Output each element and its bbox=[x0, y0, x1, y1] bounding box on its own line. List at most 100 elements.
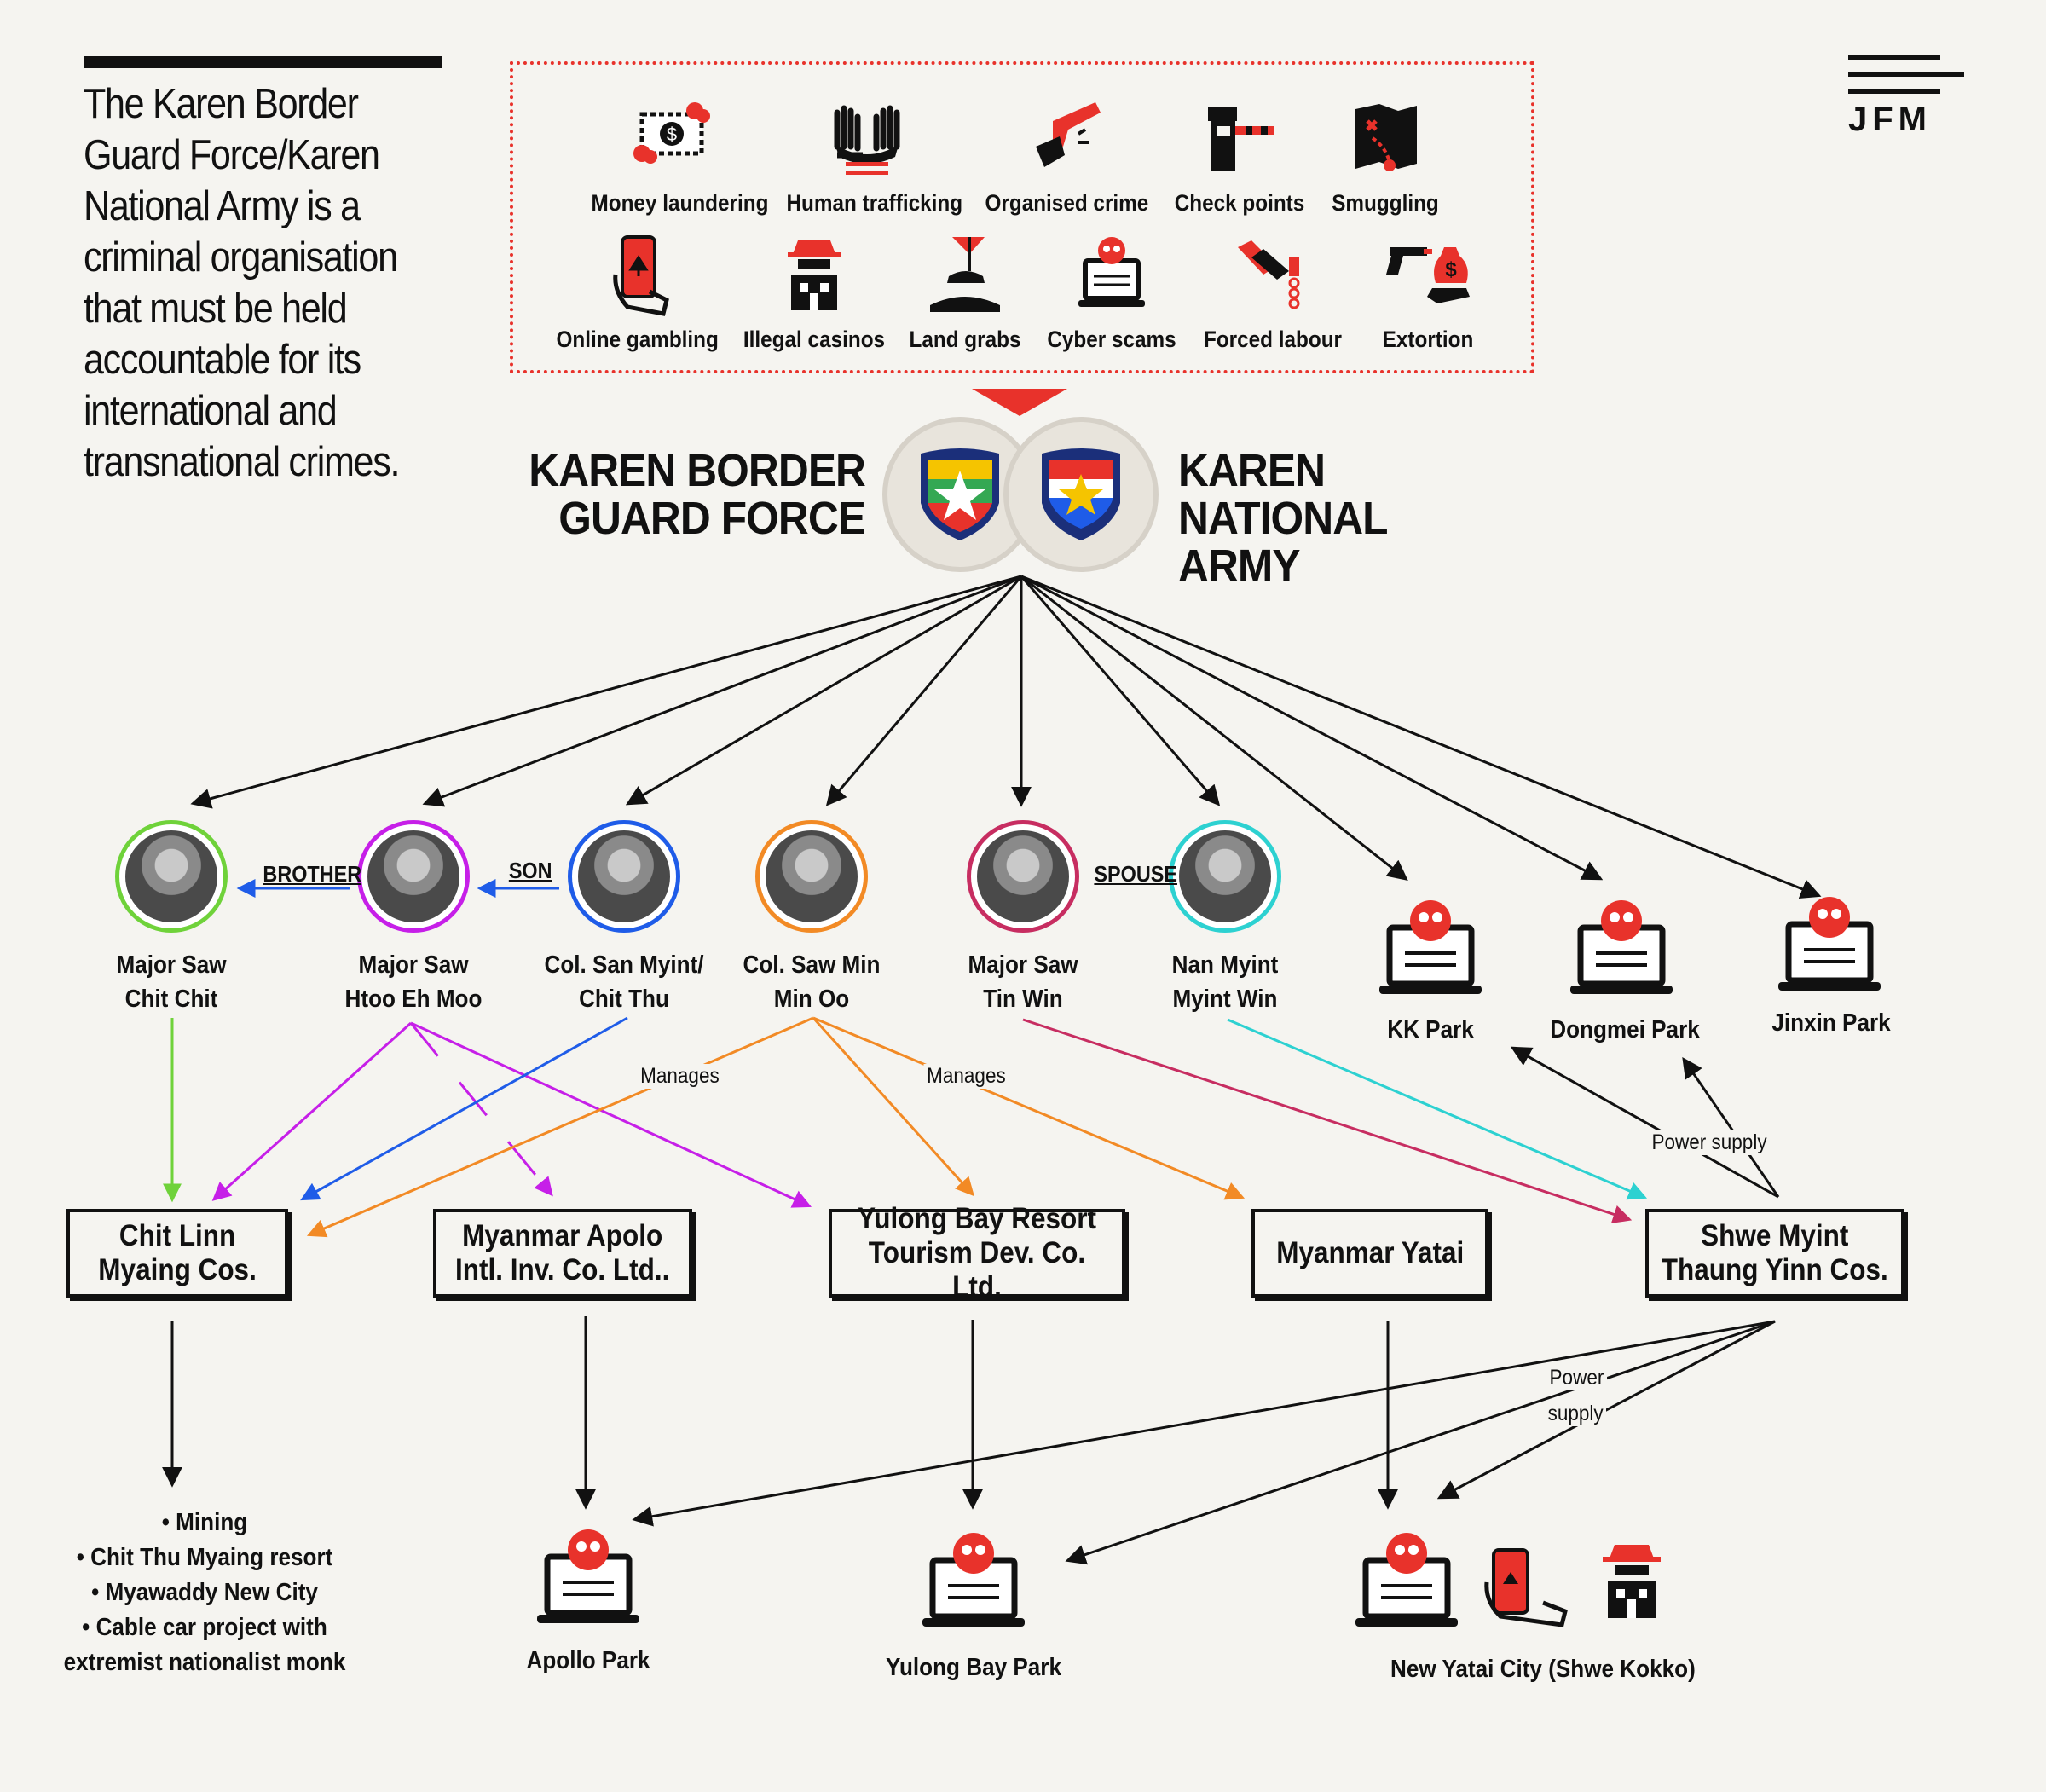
crime-money-laundering: $ Money laundering bbox=[582, 95, 769, 217]
crime-label: Extortion bbox=[1382, 327, 1474, 352]
crime-land-grabs: Land grabs bbox=[876, 232, 1055, 353]
edge-minoo-yatai bbox=[812, 1016, 1246, 1200]
edge-htoo-chitlinn bbox=[211, 1021, 413, 1201]
yulong-bay-park-icon bbox=[922, 1533, 1025, 1627]
park-name: KK Park bbox=[1387, 1016, 1474, 1043]
org-bgf-line1: KAREN BORDER bbox=[529, 445, 866, 496]
crime-illegal-casinos: Illegal casinos bbox=[725, 232, 904, 353]
smuggling-icon bbox=[1355, 104, 1417, 171]
org-bgf-line2: GUARD FORCE bbox=[558, 493, 866, 544]
crime-label: Smuggling bbox=[1332, 190, 1439, 216]
org-kna-line2: ARMY bbox=[1178, 540, 1301, 592]
edge-label-manages: Manages bbox=[923, 1064, 1009, 1089]
crimes-pointer bbox=[972, 389, 1067, 416]
crime-forced-labour: Forced labour bbox=[1183, 232, 1362, 353]
park-new-yatai-city: New Yatai City (Shwe Kokko) bbox=[1390, 1647, 1696, 1684]
edge-minoo-yulong bbox=[812, 1016, 974, 1197]
illegal-casinos-icon bbox=[788, 240, 841, 310]
avatar bbox=[357, 820, 470, 933]
jfm-logo: JFM bbox=[1848, 55, 1964, 138]
online-gambling-icon bbox=[1484, 1548, 1568, 1627]
relation-son: SON bbox=[508, 858, 552, 883]
edge-tinwin-shwemyint bbox=[1022, 1018, 1633, 1223]
park-name: Apollo Park bbox=[526, 1647, 650, 1674]
crime-smuggling: Smuggling bbox=[1296, 95, 1475, 217]
relation-brother: BROTHER bbox=[263, 861, 362, 887]
crime-label: Human trafficking bbox=[786, 190, 963, 216]
jinxin-park-icon bbox=[1778, 897, 1881, 991]
svg-text:$: $ bbox=[1445, 258, 1457, 281]
company-park-edges bbox=[162, 1316, 1776, 1565]
chit-linn-projects-list: • Mining • Chit Thu Myaing resort • Myaw… bbox=[59, 1506, 350, 1680]
new-yatai-city-icon bbox=[1355, 1533, 1458, 1627]
cyber-scams-icon bbox=[1078, 237, 1145, 307]
avatar bbox=[755, 820, 868, 933]
human-trafficking-icon bbox=[834, 105, 900, 175]
park-name: Jinxin Park bbox=[1771, 1009, 1891, 1037]
edge-nanmyint-shwemyint bbox=[1227, 1018, 1648, 1200]
crime-label: Forced labour bbox=[1203, 327, 1343, 352]
logo-text: JFM bbox=[1848, 101, 1932, 138]
crime-label: Cyber scams bbox=[1047, 327, 1176, 352]
crime-label: Land grabs bbox=[909, 327, 1021, 352]
park-kk: KK Park bbox=[1328, 1008, 1533, 1044]
apollo-park-icon bbox=[537, 1529, 639, 1623]
illegal-casinos-icon bbox=[1603, 1545, 1661, 1618]
edge-htoo-apolo bbox=[409, 1022, 553, 1197]
crime-label: Illegal casinos bbox=[743, 327, 886, 352]
person-san-myint: Col. San Myint/Chit Thu bbox=[522, 820, 726, 1016]
forced-labour-icon bbox=[1238, 240, 1300, 309]
crime-online-gambling: Online gambling bbox=[547, 232, 726, 353]
park-jinxin: Jinxin Park bbox=[1729, 1001, 1933, 1038]
org-kna-name: KAREN NATIONAL ARMY bbox=[1178, 447, 1539, 590]
list-item: • Chit Thu Myaing resort bbox=[76, 1544, 333, 1571]
svg-text:$: $ bbox=[667, 124, 677, 145]
list-item: • Mining bbox=[161, 1509, 248, 1536]
edge-label-power-supply: Power supply bbox=[1648, 1130, 1771, 1155]
crime-cyber-scams: Cyber scams bbox=[1022, 232, 1201, 353]
crime-label: Organised crime bbox=[985, 190, 1149, 216]
crime-extortion: $ Extortion bbox=[1338, 232, 1517, 353]
headline: The Karen Border Guard Force/Karen Natio… bbox=[84, 81, 400, 485]
org-kna-line1: KAREN NATIONAL bbox=[1178, 445, 1389, 544]
check-points-icon bbox=[1208, 107, 1274, 171]
kna-shield-icon bbox=[1042, 448, 1120, 540]
park-yulong-bay: Yulong Bay Park bbox=[871, 1645, 1076, 1682]
relation-spouse: SPOUSE bbox=[1094, 861, 1177, 887]
avatar bbox=[568, 820, 680, 933]
edge-label-manages: Manages bbox=[637, 1064, 723, 1089]
dongmei-park-icon bbox=[1570, 900, 1673, 994]
list-item: • Myawaddy New City bbox=[91, 1579, 318, 1606]
org-bgf-name: KAREN BORDER GUARD FORCE bbox=[508, 445, 866, 544]
crime-label: Online gambling bbox=[556, 327, 719, 352]
online-gambling-icon bbox=[613, 235, 669, 316]
park-name: Dongmei Park bbox=[1550, 1016, 1700, 1043]
person-name: Col. San Myint/Chit Thu bbox=[544, 951, 704, 1013]
list-item: extremist nationalist monk bbox=[63, 1649, 346, 1676]
org-fanout bbox=[190, 575, 1822, 899]
money-laundering-icon: $ bbox=[633, 102, 710, 164]
crime-label: Money laundering bbox=[591, 190, 769, 216]
power-top bbox=[1510, 1046, 1780, 1199]
land-grabs-icon bbox=[930, 237, 1000, 312]
edge-htoo-yulong bbox=[410, 1021, 812, 1208]
edge-label-supply: supply bbox=[1545, 1402, 1607, 1426]
crime-human-trafficking: Human trafficking bbox=[777, 95, 963, 217]
avatar bbox=[115, 820, 228, 933]
edge-chitthu-chitlinn bbox=[300, 1016, 628, 1201]
organised-crime-icon bbox=[1036, 102, 1101, 167]
